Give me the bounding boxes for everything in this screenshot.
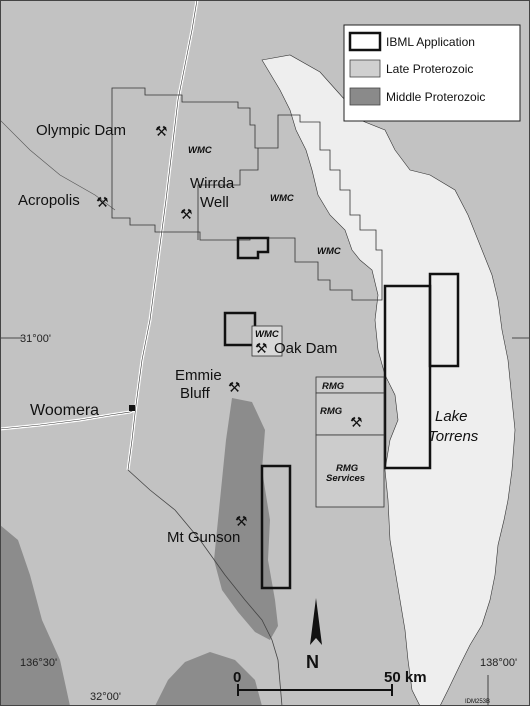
mine-icon-mt-gunson: ⚒ [235, 513, 248, 529]
label-olympic-dam: Olympic Dam [36, 122, 126, 139]
tenement-rmg-services: Services [326, 473, 365, 484]
figure-id: IDM253B [465, 699, 490, 705]
mine-icon-acropolis: ⚒ [96, 194, 109, 210]
road-woomera-edge [0, 409, 135, 430]
legend: IBML Application Late Proterozoic Middle… [343, 24, 521, 122]
tenement-rmg-2: RMG [320, 406, 343, 417]
legend-label-ibml: IBML Application [386, 35, 475, 49]
label-mt-gunson: Mt Gunson [167, 529, 240, 546]
legend-label-late: Late Proterozoic [386, 62, 473, 76]
scale-bar-start-label: 0 [233, 669, 241, 686]
middle-proterozoic-south [155, 652, 262, 706]
mine-icon-oak-dam: ⚒ [255, 340, 268, 356]
tenement-rmg-3: RMG [336, 463, 359, 474]
north-arrow-shape [310, 598, 322, 645]
ibml-area-4 [428, 272, 460, 368]
mine-icon-emmie-bluff: ⚒ [228, 379, 241, 395]
scale-bar-end-label: 50 km [384, 669, 427, 686]
ibml-area-5 [260, 464, 292, 590]
ibml-area-1 [236, 236, 270, 260]
legend-label-middle: Middle Proterozoic [386, 90, 485, 104]
scale-bar: 0 50 km [233, 669, 427, 696]
tenement-rmg-1: RMG [322, 381, 345, 392]
coord-lat-32: 32°00' [90, 691, 121, 703]
wmc-oak-dam-box [251, 325, 283, 357]
north-arrow: N [306, 598, 322, 672]
woomera-town-marker [129, 405, 135, 411]
tenement-wmc-4: WMC [255, 329, 279, 340]
tenement-wmc-1: WMC [188, 145, 212, 156]
wmc-tenement-boundary [111, 87, 383, 301]
track-south [127, 469, 283, 706]
label-well: Well [200, 194, 229, 211]
label-acropolis: Acropolis [18, 192, 80, 209]
rmg-tenement-2 [315, 392, 385, 436]
label-woomera: Woomera [30, 402, 99, 419]
mine-icon-olympic-dam: ⚒ [155, 123, 168, 139]
rmg-tenement-3 [315, 434, 385, 508]
mine-icon-wirrda-well: ⚒ [180, 206, 193, 222]
legend-swatch-ibml [348, 31, 382, 52]
label-wirrda: Wirrda [190, 175, 235, 192]
coord-lon-138: 138°00' [480, 657, 517, 669]
legend-swatch-middle [349, 87, 381, 106]
coord-lon-136: 136°30' [20, 657, 57, 669]
lake-torrens [261, 54, 516, 706]
wmc-internal-line [197, 148, 259, 240]
label-oak-dam: Oak Dam [274, 340, 337, 357]
tenement-wmc-2: WMC [270, 193, 294, 204]
legend-swatch-late [349, 59, 381, 78]
ibml-area-3 [383, 284, 432, 470]
label-lake: Lake [435, 408, 468, 425]
road-stuart-highway-edge [127, 0, 198, 471]
label-emmie: Emmie [175, 367, 222, 384]
north-label: N [306, 652, 319, 672]
tenement-wmc-3: WMC [317, 246, 341, 257]
coord-lat-31: 31°00' [20, 333, 51, 345]
track-west [0, 119, 116, 211]
mine-icon-rmg: ⚒ [350, 414, 363, 430]
middle-proterozoic-west [0, 525, 70, 706]
label-torrens: Torrens [428, 428, 479, 445]
label-bluff: Bluff [180, 385, 211, 402]
